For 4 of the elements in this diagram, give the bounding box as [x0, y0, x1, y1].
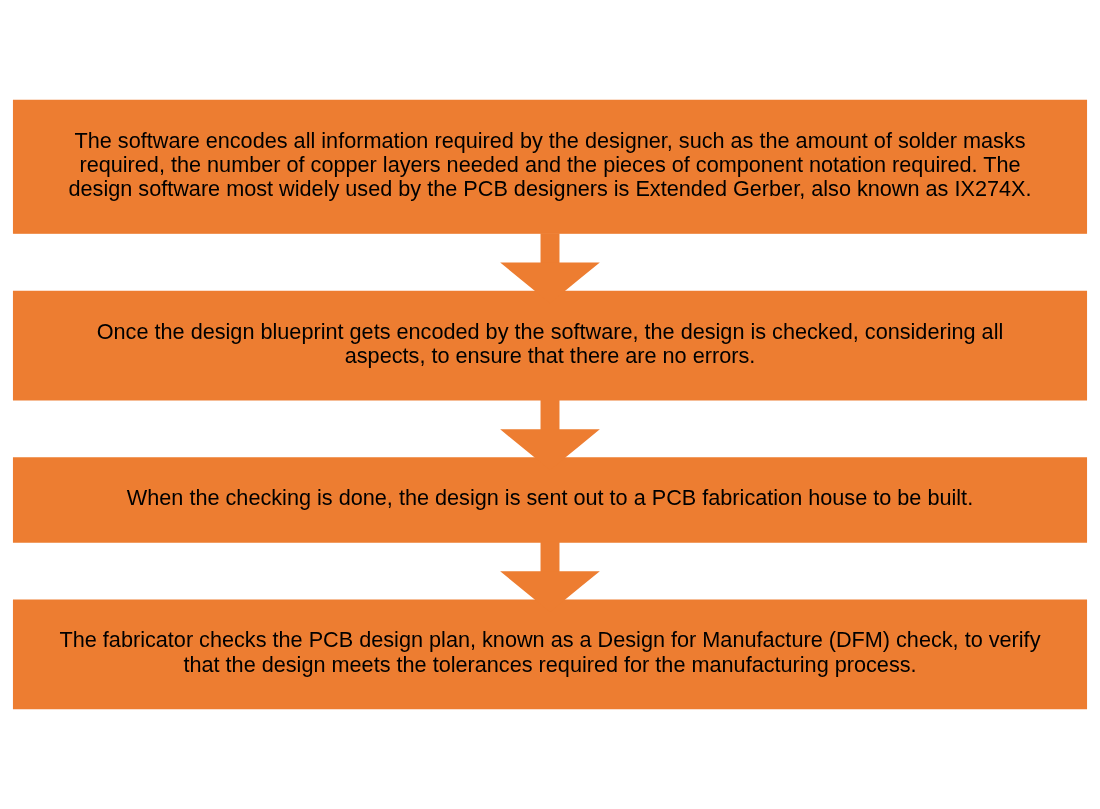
node-box: The fabricator checks the PCB design plan, known as a Design for Manufacture (DFM) check, to verify that the design meets the tolerances required for the manufacturing process. — [12, 599, 1088, 710]
node-box: When the checking is done, the design is sent out to a PCB fabrication house to be built. — [12, 457, 1088, 543]
node-box: The software encodes all information required by the designer, such as the amount of solder masks required, the number of copper layers needed and the pieces of component notation required. The design software most widely used by the PCB designers is Extended Gerber, also known as IX274X. — [12, 99, 1088, 234]
node-box: Once the design blueprint gets encoded by the software, the design is checked, considering all aspects, to ensure that there are no errors. — [12, 290, 1088, 401]
